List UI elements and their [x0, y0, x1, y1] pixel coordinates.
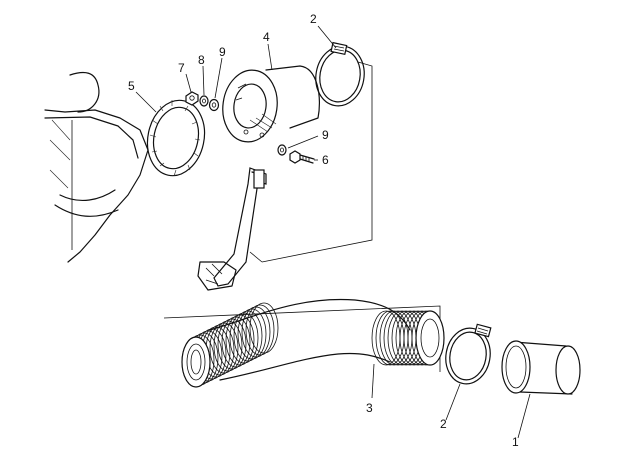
bolt-part-6 — [289, 150, 315, 164]
callout-4: 4 — [263, 30, 270, 44]
corrugated-hose-part-3 — [163, 298, 445, 388]
washer-part-8 — [199, 95, 209, 107]
callout-5: 5 — [128, 79, 135, 93]
callout-8: 8 — [198, 53, 205, 67]
upper-frame-lines — [249, 61, 373, 263]
washer-part-9-lower — [277, 144, 287, 156]
ring-seal-part-5 — [146, 99, 206, 177]
nut-part-7 — [185, 91, 199, 106]
callout-3: 3 — [366, 401, 373, 415]
callout-1: 1 — [512, 435, 519, 449]
callout-7: 7 — [178, 61, 185, 75]
callout-2-lower: 2 — [440, 417, 447, 431]
support-bracket — [197, 167, 267, 291]
hose-clamp-part-2-upper — [315, 41, 365, 107]
flanged-tube-part-4 — [222, 65, 321, 143]
washer-part-9-upper — [208, 98, 220, 112]
callout-leaders — [135, 25, 531, 439]
callout-9-lower: 9 — [322, 128, 329, 142]
callout-2-upper: 2 — [310, 12, 317, 26]
engine-housing — [44, 71, 149, 263]
callout-9-upper: 9 — [219, 45, 226, 59]
hose-clamp-part-2-lower — [445, 323, 492, 385]
callout-6: 6 — [322, 153, 329, 167]
hose-rings-right — [371, 310, 445, 366]
hose-rings-left — [181, 302, 279, 388]
sleeve-part-1 — [501, 340, 581, 395]
